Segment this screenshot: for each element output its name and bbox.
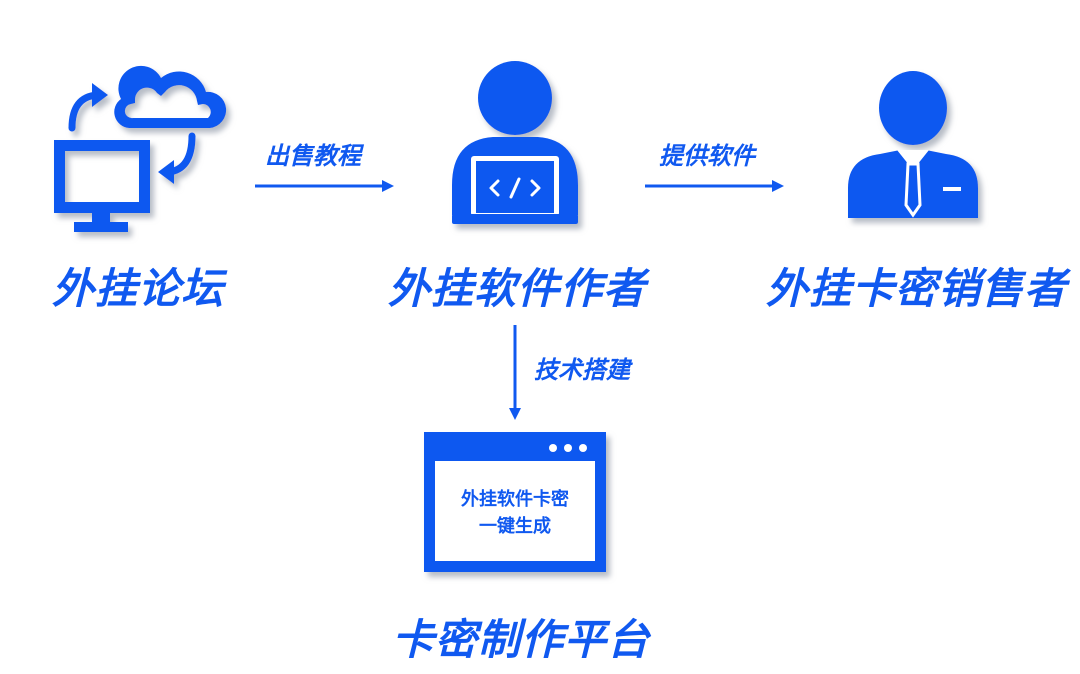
businessman-icon	[848, 71, 978, 218]
node-label-author: 外挂软件作者	[388, 264, 647, 313]
panel-text-line2: 一键生成	[479, 516, 551, 537]
browser-window-icon	[424, 432, 606, 572]
computer-sync-cloud-icon	[54, 65, 227, 232]
platform-panel: 外挂软件卡密 一键生成	[435, 486, 595, 542]
panel-text-line1: 外挂软件卡密	[461, 489, 569, 510]
edge-label-author-to-platform: 技术搭建	[534, 356, 630, 384]
arrow-author-to-platform	[509, 325, 521, 420]
arrow-forum-to-author	[255, 180, 394, 192]
node-label-forum: 外挂论坛	[52, 264, 225, 313]
node-label-platform: 卡密制作平台	[392, 615, 651, 664]
edge-label-forum-to-author: 出售教程	[265, 142, 361, 170]
arrow-author-to-seller	[645, 180, 784, 192]
node-label-seller: 外挂卡密销售者	[766, 264, 1068, 313]
edge-label-author-to-seller: 提供软件	[659, 142, 755, 170]
developer-laptop-icon	[452, 61, 578, 224]
